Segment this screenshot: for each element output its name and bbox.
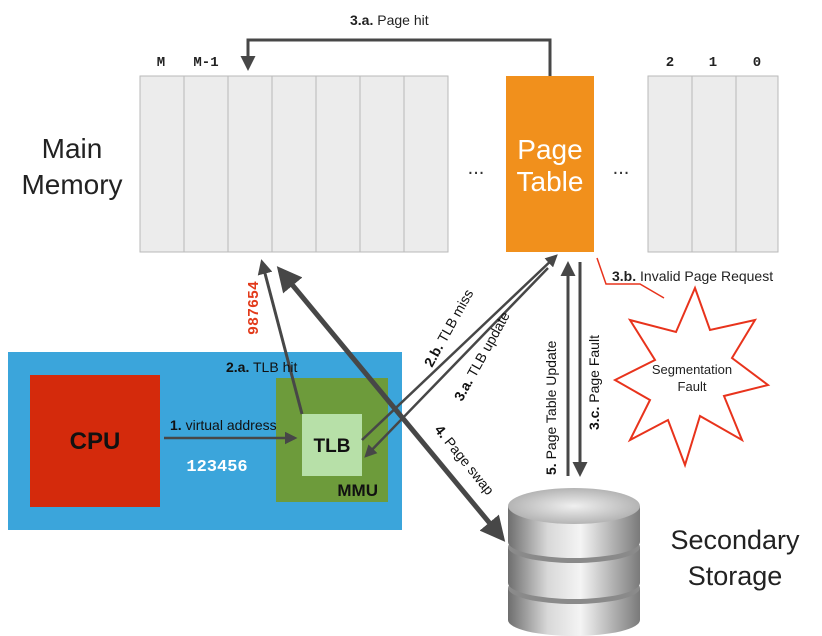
memory-cell	[315, 75, 361, 253]
tlb-miss-arrow	[361, 254, 558, 441]
page-hit-arrow	[240, 38, 552, 76]
segmentation-fault-label-line1: Segmentation	[652, 362, 732, 377]
segmentation-fault-shape	[612, 285, 771, 469]
page-table	[506, 76, 594, 252]
index-label-1: 1	[709, 55, 717, 71]
secondary-storage-disk	[508, 488, 640, 636]
memory-cell	[647, 75, 693, 253]
page-fault-label: 3.c. Page Fault	[586, 335, 602, 430]
page-table-update-label: 5. Page Table Update	[543, 340, 559, 475]
secondary-storage-label-line2: Storage	[688, 561, 783, 591]
index-label-m: M	[157, 55, 165, 71]
page-table-label-line1: Page	[517, 134, 582, 165]
page-swap-arrow	[276, 266, 506, 542]
main-memory-label-line1: Main	[42, 133, 103, 164]
main-memory-label-line2: Memory	[21, 169, 122, 200]
tlb-label: TLB	[314, 436, 351, 457]
page-table-label-line2: Table	[517, 166, 584, 197]
physical-address-value: 987654	[246, 281, 263, 335]
memory-cell	[403, 75, 449, 253]
segmentation-fault-label-line2: Fault	[678, 379, 707, 394]
virtual-address-label: 1. virtual address	[170, 417, 277, 433]
memory-cells-left	[139, 75, 449, 253]
ellipsis-right: ...	[613, 157, 630, 179]
virtual-address-value: 123456	[186, 458, 247, 477]
memory-cell	[359, 75, 405, 253]
memory-cell	[735, 75, 779, 253]
memory-cell	[227, 75, 273, 253]
memory-cell	[183, 75, 229, 253]
cpu-label: CPU	[70, 428, 121, 455]
mmu-label: MMU	[337, 481, 378, 500]
invalid-page-request-label: 3.b. Invalid Page Request	[612, 268, 773, 284]
index-label-2: 2	[666, 55, 674, 71]
memory-cell	[691, 75, 737, 253]
ellipsis-left: ...	[468, 157, 485, 179]
tlb-hit-label: 2.a. TLB hit	[226, 359, 297, 375]
page-hit-label: 3.a. Page hit	[350, 12, 429, 28]
index-label-m-minus-1: M-1	[193, 55, 218, 71]
memory-cell	[271, 75, 317, 253]
page-swap-label: 4. Page swap	[432, 422, 498, 498]
invalid-request-connector	[596, 257, 665, 299]
index-label-0: 0	[753, 55, 761, 71]
cpu-block	[30, 375, 160, 507]
memory-cell	[139, 75, 185, 253]
memory-cells-right	[647, 75, 779, 253]
secondary-storage-label-line1: Secondary	[670, 525, 800, 555]
